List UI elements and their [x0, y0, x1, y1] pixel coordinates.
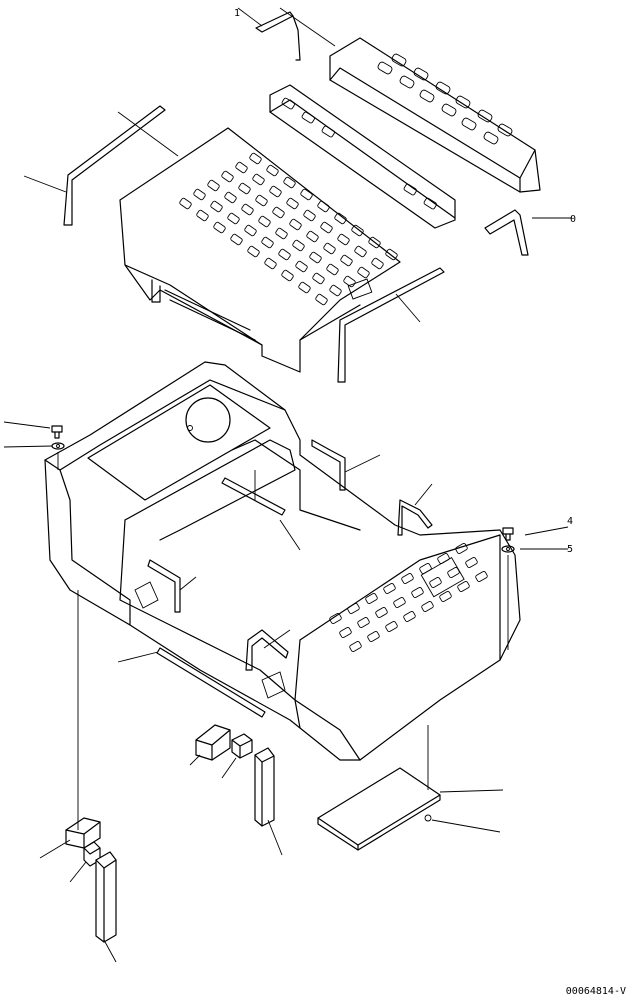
perforation-slot: [283, 176, 296, 189]
perforation-slot: [247, 245, 260, 258]
bolt-washer-left: [51, 425, 65, 450]
perforation-slot: [210, 200, 223, 213]
perforation-slot: [264, 257, 277, 270]
perforation-slot: [465, 557, 478, 568]
perforation-slot: [385, 248, 398, 261]
perforation-slot: [193, 188, 206, 201]
perforation-slot: [309, 251, 322, 264]
perforation-slot: [244, 224, 257, 237]
perforation-slot: [329, 284, 342, 297]
perforation-slot: [323, 242, 336, 255]
main-hood-body: [44, 361, 521, 761]
perforation-slot: [455, 543, 468, 554]
perforation-slot: [357, 266, 370, 279]
foam-blocks: [65, 724, 275, 943]
perforation-slot: [278, 248, 291, 261]
callout-top: 1: [234, 8, 240, 19]
perforation-slot: [457, 581, 470, 592]
perforation-slot: [343, 275, 356, 288]
perforation-slot: [375, 607, 388, 618]
perforation-slot: [300, 188, 313, 201]
perforation-slot: [340, 254, 353, 267]
perforation-slot: [401, 573, 414, 584]
leader-lines: [3, 7, 572, 963]
perforation-slot: [292, 239, 305, 252]
perforation-slot: [241, 203, 254, 216]
perforation-slot: [365, 593, 378, 604]
perforation-slot: [334, 212, 347, 225]
perforation-slot: [272, 206, 285, 219]
bracket-frame: [269, 84, 456, 229]
callout-right-upper: 0: [570, 214, 576, 225]
perforation-slot: [227, 212, 240, 225]
perforation-slot: [306, 230, 319, 243]
perforation-slot: [266, 164, 279, 177]
perforation-slot: [312, 272, 325, 285]
perforation-slot: [252, 173, 265, 186]
perforation-slot: [221, 170, 234, 183]
perforation-slot: [315, 293, 328, 306]
perforation-slot: [337, 233, 350, 246]
perforation-slot: [439, 591, 452, 602]
perforation-slot: [393, 597, 406, 608]
callouts: 1 0 4 5: [234, 8, 576, 555]
perforation-slot: [371, 257, 384, 270]
perforation-slot: [385, 621, 398, 632]
upper-hood-cover: [119, 127, 401, 373]
perforation-slot: [354, 245, 367, 258]
perforation-slot: [249, 152, 262, 165]
drawing-number: 00064814-V: [566, 986, 626, 997]
top-cover-plate: [329, 37, 541, 193]
perforation-slot: [429, 577, 442, 588]
perforation-slot: [351, 224, 364, 237]
perforation-slot: [224, 191, 237, 204]
perforation-slot: [261, 236, 274, 249]
perforation-slot: [286, 197, 299, 210]
perforation-slot: [298, 281, 311, 294]
perforation-slot: [367, 631, 380, 642]
callout-right-washer: 5: [567, 544, 573, 555]
perforation-slot: [347, 603, 360, 614]
perforation-slot: [255, 194, 268, 207]
perforation-slot: [289, 218, 302, 231]
perforation-slot: [238, 182, 251, 195]
perforation-slot: [295, 260, 308, 273]
perforation-slot: [421, 601, 434, 612]
perforation-slot: [281, 269, 294, 282]
perforation-slot: [339, 627, 352, 638]
callout-right-bolt: 4: [567, 516, 573, 527]
perforation-slot: [213, 221, 226, 234]
perforation-slot: [230, 233, 243, 246]
perforation-slot: [403, 611, 416, 622]
perforation-slot: [368, 236, 381, 249]
perforation-slot: [357, 617, 370, 628]
perforation-slot: [317, 200, 330, 213]
perforation-slot: [235, 161, 248, 174]
perforation-slot: [326, 263, 339, 276]
perforation-slot: [475, 571, 488, 582]
perforation-slot: [303, 209, 316, 222]
perforation-slot: [383, 583, 396, 594]
perforation-slot: [275, 227, 288, 240]
perforation-slot: [269, 185, 282, 198]
perforation-slot: [411, 587, 424, 598]
perforation-slot: [258, 215, 271, 228]
perforation-slot: [329, 613, 342, 624]
perforation-slot: [320, 221, 333, 234]
perforation-slot: [179, 197, 192, 210]
perforation-slot: [349, 641, 362, 652]
bolt-washer-right: [501, 527, 515, 553]
upper-seals: [63, 11, 529, 383]
perforation-slot: [207, 179, 220, 192]
flat-pad: [317, 767, 441, 851]
inner-seals: [147, 439, 433, 718]
perforation-slot: [196, 209, 209, 222]
